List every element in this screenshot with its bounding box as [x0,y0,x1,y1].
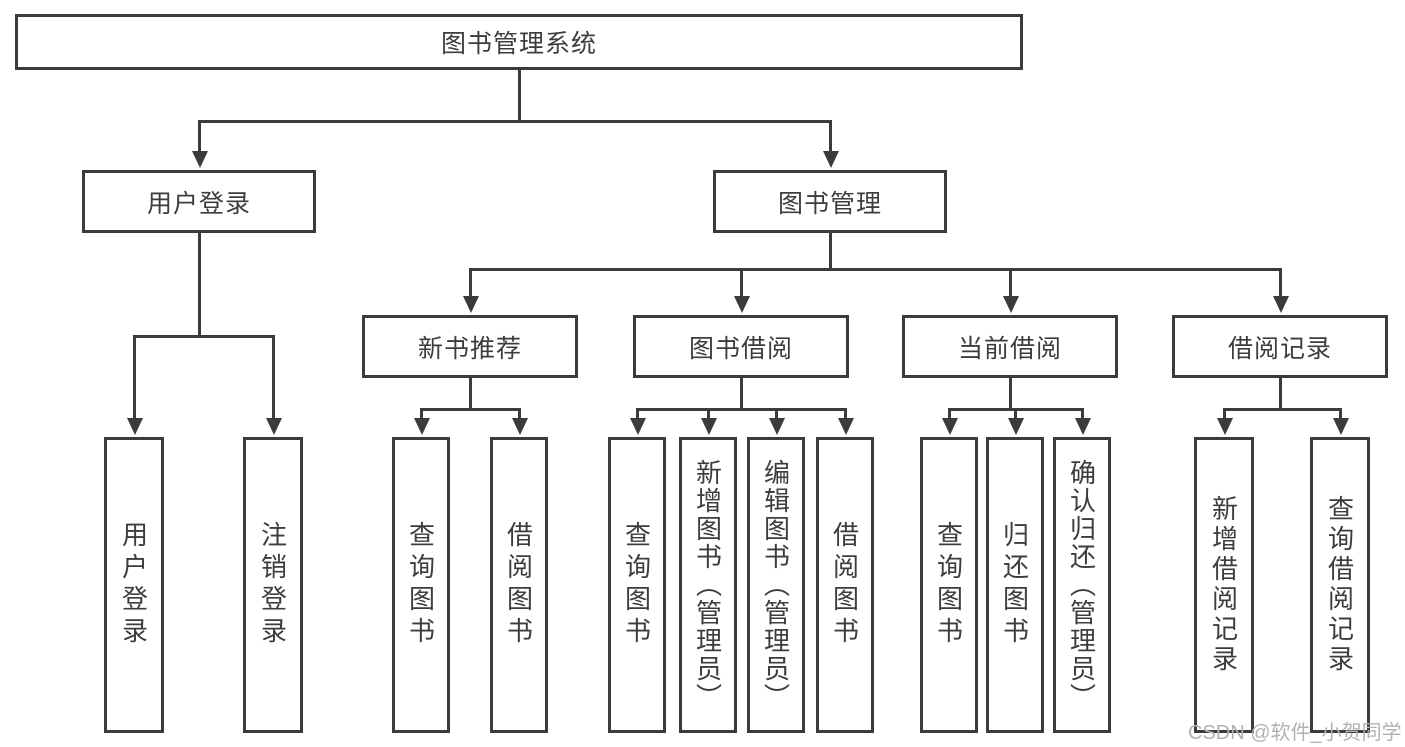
connector-arrow-to-user-login [191,120,208,168]
node-label: 新增借阅记录 [1208,495,1239,675]
connector-arrow [768,408,785,435]
node-label: 新书推荐 [417,334,522,363]
node-label: 归还图书 [999,521,1030,649]
node-label: 查询图书 [933,521,964,649]
connector-arrow [1007,408,1024,435]
node-label: 图书借阅 [688,334,793,363]
node-new-book-recommend: 新书推荐 [362,315,578,378]
leaf-borrow-books-recommend: 借阅图书 [490,437,548,733]
node-label: 编辑图书（管理员） [760,459,791,711]
node-root-library-system: 图书管理系统 [15,14,1023,70]
connector-arrow [837,408,854,435]
leaf-user-login: 用户登录 [104,437,164,733]
node-label: 确认归还（管理员） [1066,459,1097,711]
connector-stem-new-book [469,378,472,408]
node-book-management: 图书管理 [713,170,947,233]
connector-arrow-to-book-borrow [733,268,750,313]
leaf-add-book-admin: 新增图书（管理员） [679,437,737,733]
connector-branch-new-book [420,408,521,411]
connector-arrow [511,408,528,435]
leaf-query-books-current: 查询图书 [920,437,978,733]
node-label: 用户登录 [118,521,149,649]
connector-arrow-to-leaf-logout [265,335,282,435]
leaf-confirm-return-admin: 确认归还（管理员） [1053,437,1111,733]
connector-branch-root [198,120,832,123]
connector-arrow [941,408,958,435]
connector-stem-borrow-records [1279,378,1282,408]
node-label: 用户登录 [146,189,251,218]
connector-branch-book-borrow [636,408,847,411]
node-label: 查询图书 [405,521,436,649]
connector-arrow-to-borrow-records [1272,268,1289,313]
leaf-query-books-recommend: 查询图书 [392,437,450,733]
leaf-return-book: 归还图书 [986,437,1044,733]
connector-arrow [1074,408,1091,435]
leaf-query-books-borrow: 查询图书 [608,437,666,733]
connector-arrow-to-book-management [822,120,839,168]
node-label: 借阅图书 [503,521,534,649]
node-user-login-group: 用户登录 [82,170,316,233]
node-borrow-records: 借阅记录 [1172,315,1388,378]
leaf-logout-login: 注销登录 [243,437,303,733]
connector-arrow [1216,408,1233,435]
leaf-query-borrow-record: 查询借阅记录 [1310,437,1370,733]
connector-arrow-to-leaf-user-login [126,335,143,435]
node-label: 当前借阅 [957,334,1062,363]
node-label: 借阅图书 [829,521,860,649]
connector-arrow [413,408,430,435]
connector-stem-current-borrow [1009,378,1012,408]
node-label: 查询图书 [621,521,652,649]
node-label: 注销登录 [257,521,288,649]
connector-branch-book-management [469,268,1282,271]
connector-branch-user-login [133,335,275,338]
node-label: 图书管理 [777,189,882,218]
connector-stem-user-login [198,233,201,335]
node-label: 新增图书（管理员） [692,459,723,711]
connector-arrow [629,408,646,435]
connector-arrow-to-current-borrow [1002,268,1019,313]
leaf-borrow-books: 借阅图书 [816,437,874,733]
connector-branch-borrow-records [1223,408,1342,411]
leaf-edit-book-admin: 编辑图书（管理员） [747,437,805,733]
node-label: 借阅记录 [1227,334,1332,363]
connector-stem-book-borrow [740,378,743,408]
leaf-add-borrow-record: 新增借阅记录 [1194,437,1254,733]
node-label: 图书管理系统 [440,30,597,58]
connector-stem-root [518,70,521,120]
connector-arrow [700,408,717,435]
node-book-borrow: 图书借阅 [633,315,849,378]
connector-arrow-to-new-book [462,268,479,313]
connector-arrow [1332,408,1349,435]
node-label: 查询借阅记录 [1324,495,1355,675]
connector-stem-book-management [829,233,832,268]
node-current-borrow: 当前借阅 [902,315,1118,378]
csdn-watermark: CSDN @软件_小贺同学 [1188,722,1402,744]
